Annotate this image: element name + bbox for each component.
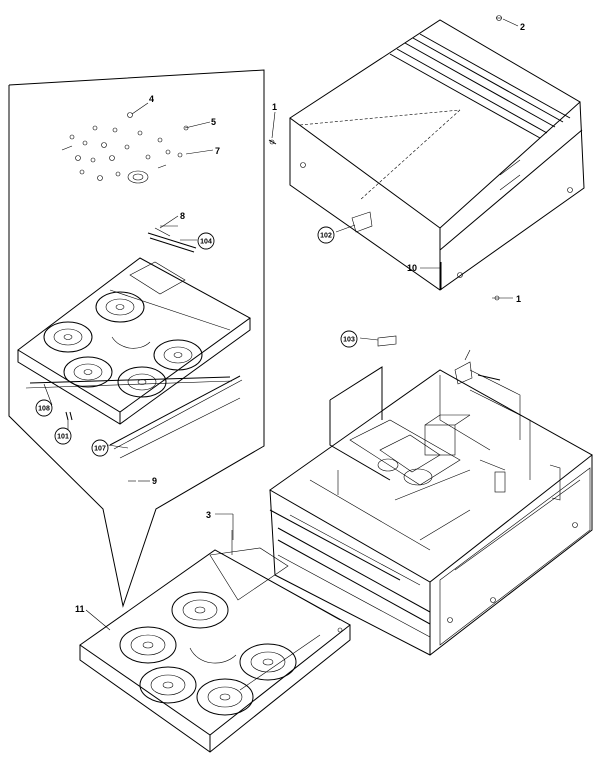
disc-tray-assembly xyxy=(79,530,351,753)
tray-disc-wells xyxy=(119,591,297,716)
detail-inset-panel xyxy=(8,69,265,608)
main-chassis xyxy=(269,369,593,656)
callout-107: 107 xyxy=(94,446,106,453)
callout-9: 9 xyxy=(152,476,157,486)
inset-disc-tray xyxy=(17,257,251,425)
callout-10: 10 xyxy=(407,263,417,273)
callout-104: 104 xyxy=(200,239,212,246)
callout-1-bottom: 1 xyxy=(516,294,521,304)
callout-8: 8 xyxy=(180,211,185,221)
small-parts-cluster xyxy=(61,112,189,184)
callout-4: 4 xyxy=(149,94,154,104)
cover-vent-slots xyxy=(389,33,571,139)
callout-108: 108 xyxy=(38,406,50,413)
callout-7: 7 xyxy=(215,146,220,156)
callout-102: 102 xyxy=(320,233,332,240)
callout-103: 103 xyxy=(343,337,355,344)
callout-labels: 1 1 2 3 4 5 7 8 9 10 11 108 101 107 104 … xyxy=(35,22,525,614)
inset-disc-wells xyxy=(43,291,203,398)
top-cover xyxy=(289,19,585,291)
callout-101: 101 xyxy=(57,434,69,441)
small-clip-part xyxy=(65,411,136,482)
tray-rails xyxy=(25,375,243,459)
chassis-internals xyxy=(309,349,561,551)
callout-3: 3 xyxy=(206,510,211,520)
callout-2: 2 xyxy=(520,22,525,32)
leader-lines xyxy=(43,18,519,631)
callout-5: 5 xyxy=(211,117,216,127)
callout-11: 11 xyxy=(75,604,85,614)
lever-rod-part xyxy=(147,225,197,253)
callout-1-top: 1 xyxy=(272,102,277,112)
